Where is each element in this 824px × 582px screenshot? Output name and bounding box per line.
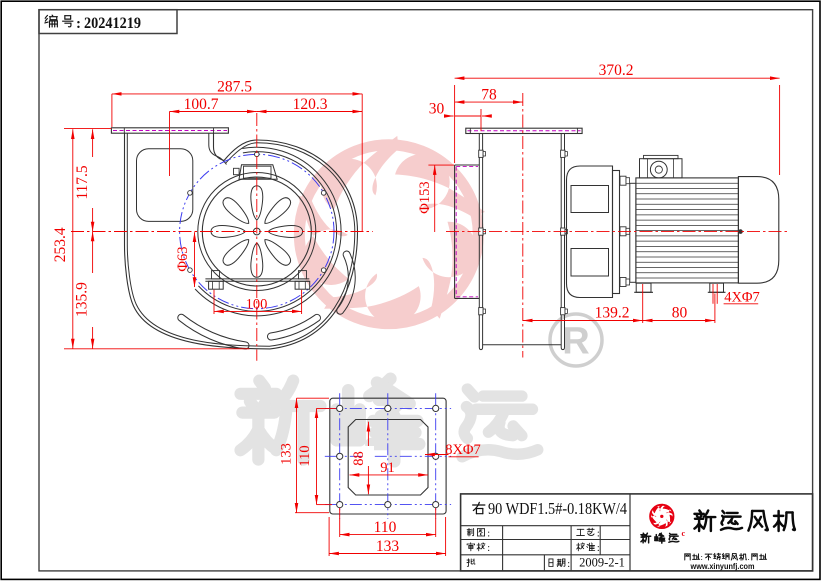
svg-text:Φ63: Φ63 <box>175 246 191 271</box>
svg-text:110: 110 <box>374 519 397 536</box>
svg-text:370.2: 370.2 <box>599 62 634 79</box>
svg-text:80: 80 <box>672 305 688 322</box>
svg-text:133: 133 <box>278 443 294 465</box>
svg-text:120.3: 120.3 <box>293 96 328 113</box>
svg-text:253.4: 253.4 <box>52 227 69 262</box>
svg-text:8XΦ7: 8XΦ7 <box>445 442 481 458</box>
svg-text::: : <box>597 529 600 540</box>
svg-text:88: 88 <box>351 451 367 466</box>
svg-text::: : <box>597 543 600 554</box>
svg-text::: : <box>701 552 703 562</box>
svg-text:2009-2-1: 2009-2-1 <box>579 555 625 569</box>
svg-text:133: 133 <box>376 538 400 555</box>
svg-text:117.5: 117.5 <box>74 165 91 200</box>
svg-text::: : <box>567 559 570 570</box>
svg-text::: : <box>487 529 490 540</box>
svg-text:c: c <box>682 529 686 538</box>
svg-text::: : <box>76 16 81 32</box>
svg-text:139.2: 139.2 <box>595 305 630 322</box>
svg-text:www.xinyunfj.com: www.xinyunfj.com <box>690 561 755 571</box>
svg-text:4XΦ7: 4XΦ7 <box>724 290 760 306</box>
svg-text:91: 91 <box>380 460 395 476</box>
svg-text:R: R <box>562 321 589 363</box>
svg-text:90 WDF1.5#-0.18KW/4: 90 WDF1.5#-0.18KW/4 <box>488 499 627 518</box>
svg-text:Φ153: Φ153 <box>417 181 433 213</box>
svg-text:.: . <box>748 552 750 562</box>
svg-text:110: 110 <box>297 445 313 466</box>
svg-text:78: 78 <box>481 87 497 104</box>
svg-text:100.7: 100.7 <box>184 96 219 113</box>
svg-text:135.9: 135.9 <box>74 282 91 317</box>
svg-text:287.5: 287.5 <box>217 78 252 95</box>
svg-text:100: 100 <box>246 297 268 313</box>
svg-text::: : <box>487 543 490 554</box>
svg-text:30: 30 <box>429 101 445 118</box>
svg-text:20241219: 20241219 <box>84 15 141 32</box>
